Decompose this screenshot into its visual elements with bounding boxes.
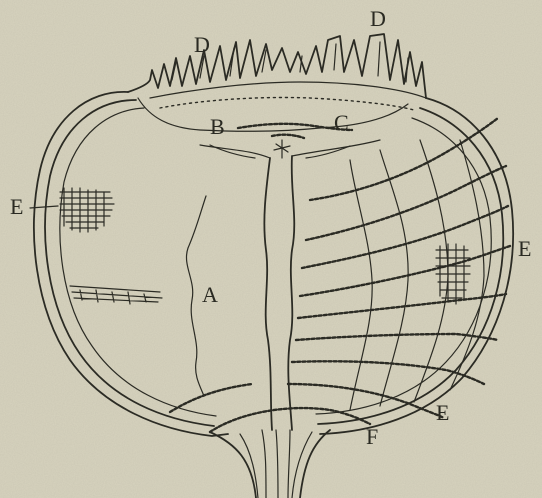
label-c: C (334, 110, 349, 135)
label-e-left: E (10, 194, 23, 219)
label-e-right: E (518, 236, 531, 261)
label-e-bottom: E (436, 400, 449, 425)
label-d-left: D (194, 32, 210, 57)
label-f: F (366, 424, 378, 449)
label-a: A (202, 282, 218, 307)
label-d-right: D (370, 6, 386, 31)
label-b: B (210, 114, 225, 139)
